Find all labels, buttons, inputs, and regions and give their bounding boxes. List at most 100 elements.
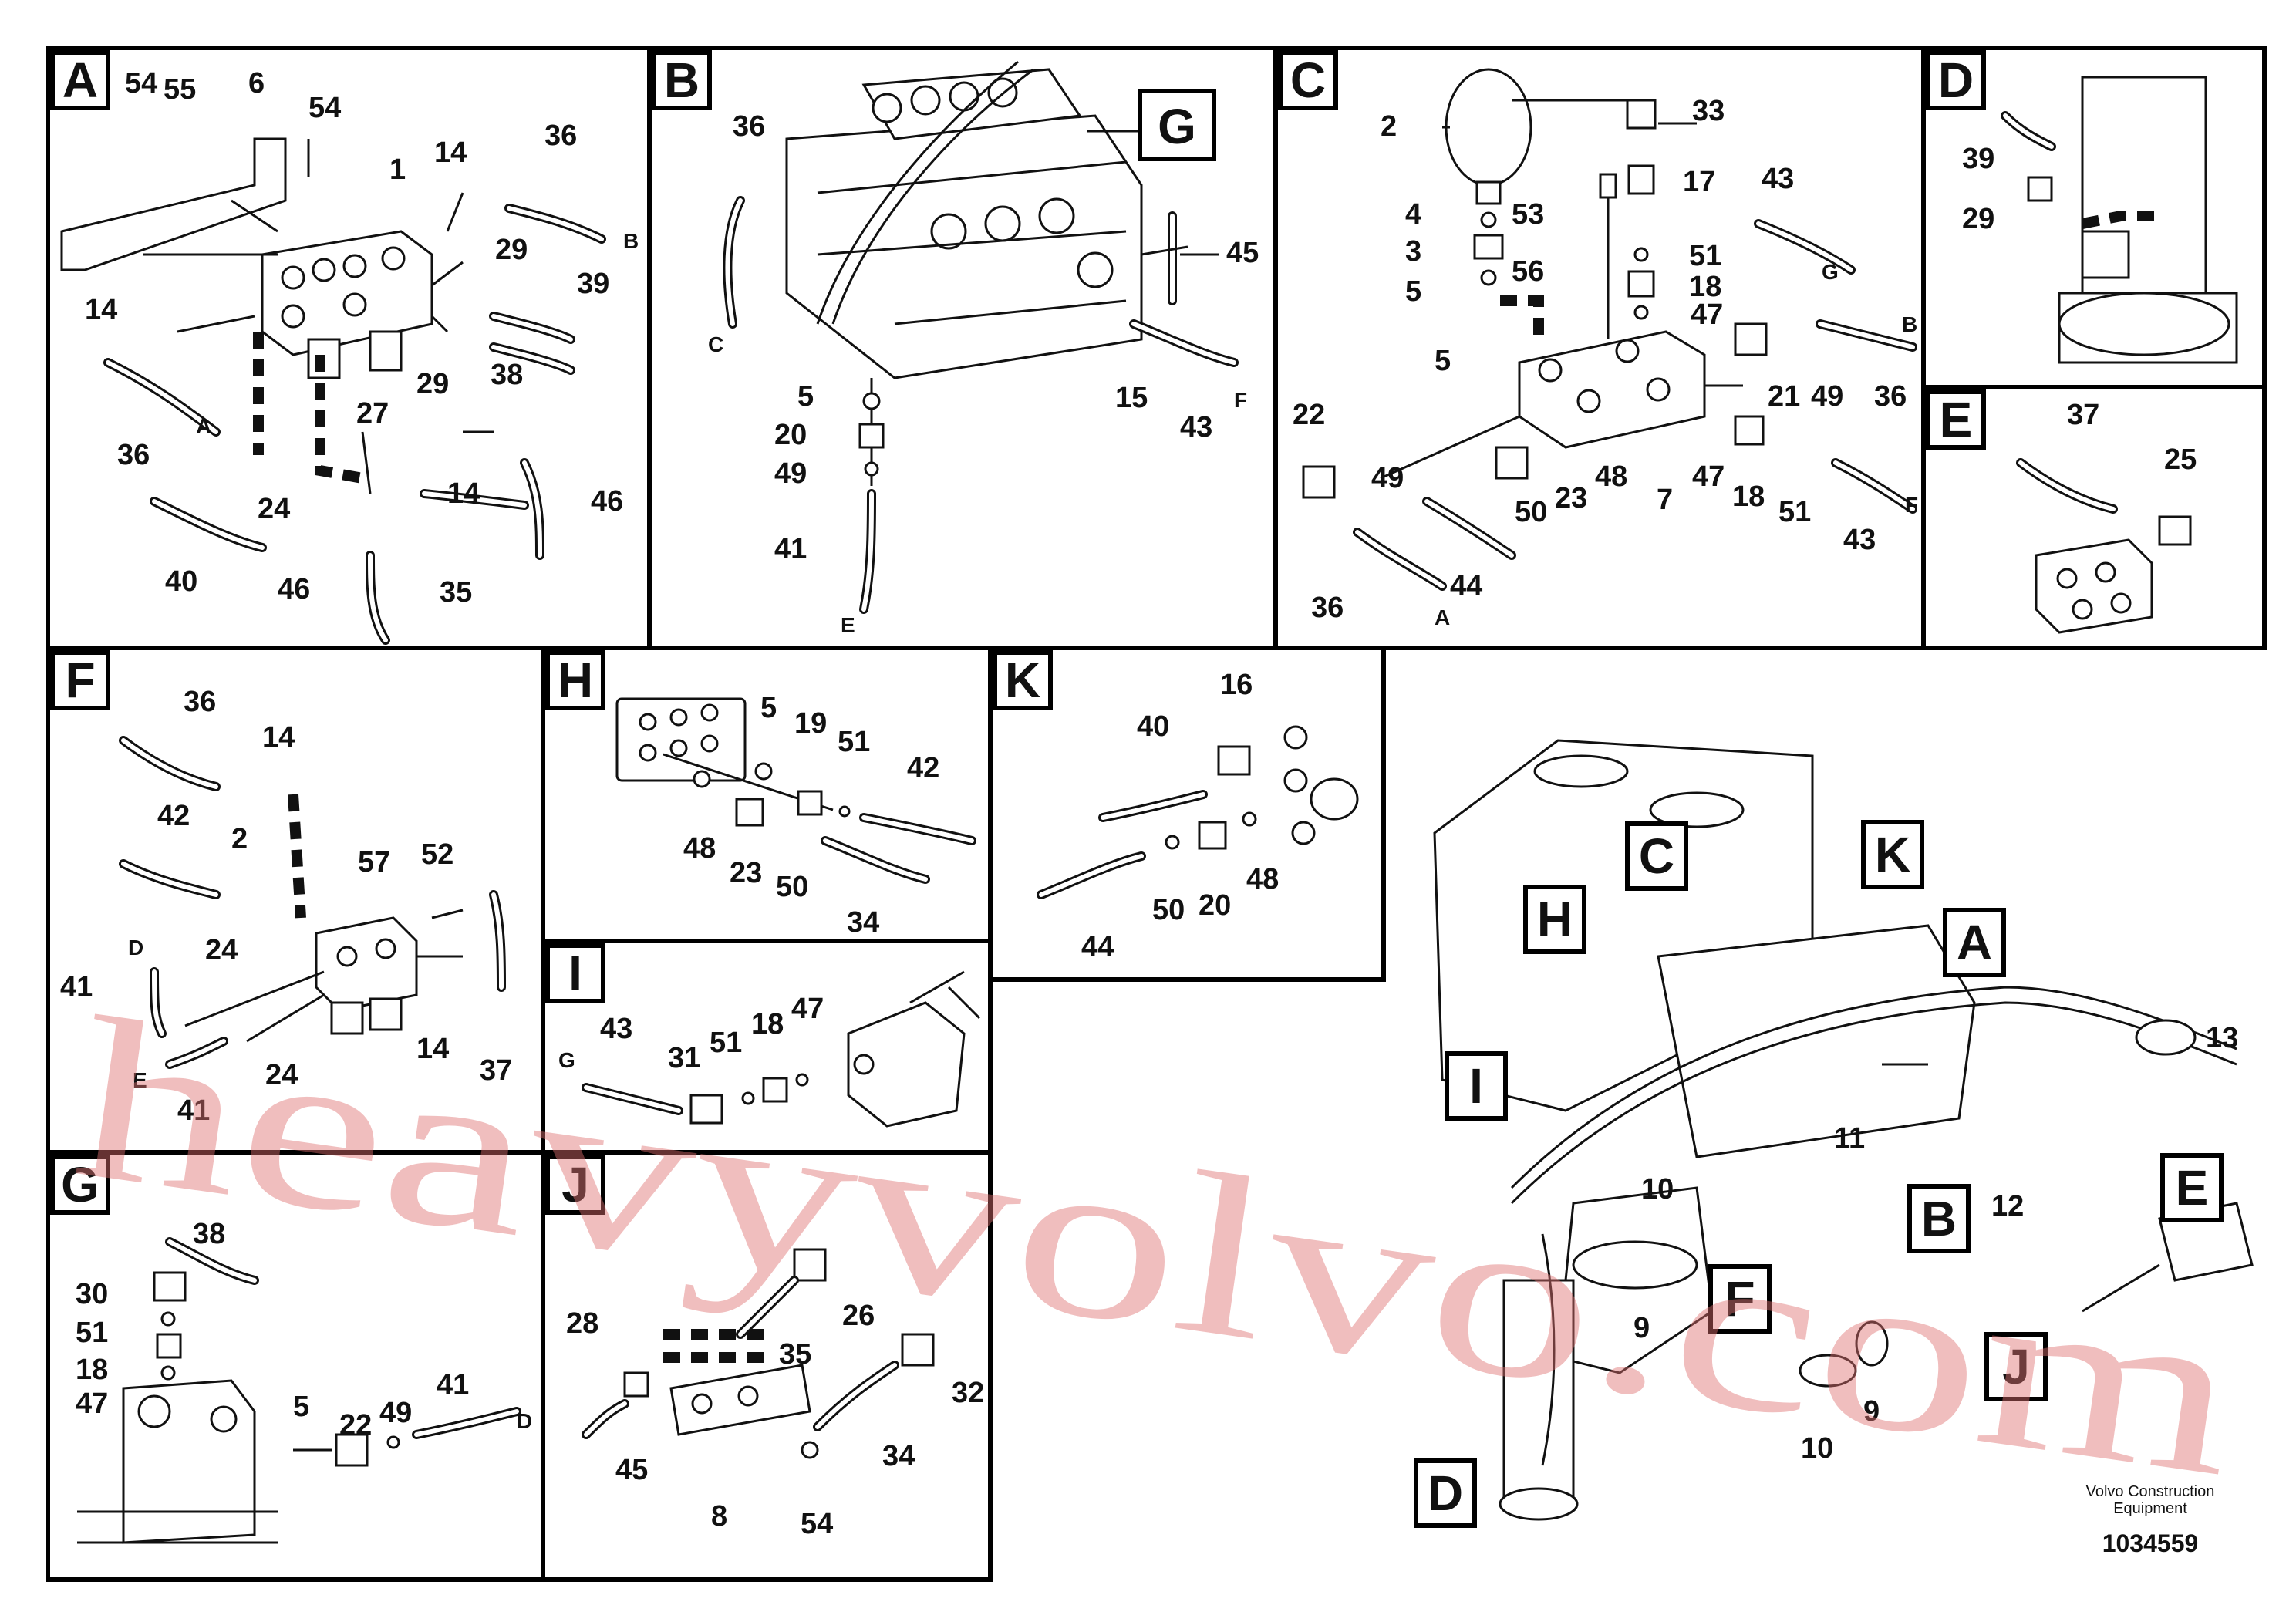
panel-badge-D: D xyxy=(1926,50,1986,110)
svg-text:32: 32 xyxy=(952,1377,984,1409)
svg-text:46: 46 xyxy=(278,573,310,605)
svg-text:42: 42 xyxy=(907,752,939,784)
overview-callouts: C K H A I F D J B E 11 13 10 9 12 10 9 xyxy=(1414,820,2238,1528)
panel-badge-J: J xyxy=(545,1155,605,1215)
panel-g-labels: 38 30 51 18 47 5 22 49 41 D xyxy=(76,1218,532,1442)
svg-text:41: 41 xyxy=(177,1094,210,1127)
panel-badge-K: K xyxy=(993,650,1053,710)
overview-ref-12: 12 xyxy=(1991,1190,2024,1222)
svg-text:6: 6 xyxy=(248,67,265,99)
svg-text:2: 2 xyxy=(231,823,248,855)
svg-text:18: 18 xyxy=(751,1008,784,1040)
svg-text:35: 35 xyxy=(779,1338,811,1371)
svg-text:27: 27 xyxy=(356,397,389,430)
svg-text:I: I xyxy=(1469,1058,1483,1114)
svg-text:17: 17 xyxy=(1683,166,1715,198)
svg-text:57: 57 xyxy=(358,846,390,878)
overview-callout-d: D xyxy=(1414,1458,1477,1528)
panel-badge-I: I xyxy=(545,943,605,1003)
svg-text:55: 55 xyxy=(164,73,196,106)
company-name-line1: Volvo Construction xyxy=(2086,1483,2215,1500)
svg-text:1: 1 xyxy=(389,153,406,186)
svg-text:19: 19 xyxy=(794,707,827,740)
svg-text:47: 47 xyxy=(76,1388,108,1420)
svg-text:14: 14 xyxy=(85,294,117,326)
svg-text:C: C xyxy=(708,332,723,356)
svg-text:43: 43 xyxy=(1180,411,1212,443)
svg-text:16: 16 xyxy=(1220,669,1253,701)
svg-text:23: 23 xyxy=(1555,482,1587,514)
panel-b-callout-g: G xyxy=(1138,89,1216,161)
svg-text:24: 24 xyxy=(265,1059,298,1091)
panel-b-labels: 36 45 C 5 20 49 41 E 15 43 F xyxy=(708,110,1259,637)
svg-text:50: 50 xyxy=(1152,894,1185,926)
svg-text:40: 40 xyxy=(1137,710,1169,743)
svg-text:8: 8 xyxy=(711,1500,727,1533)
svg-text:40: 40 xyxy=(165,565,197,598)
overview-ref-13: 13 xyxy=(2206,1022,2238,1054)
company-name-line2: Equipment xyxy=(2113,1500,2187,1517)
overview-callout-b: B xyxy=(1907,1184,1971,1253)
svg-text:51: 51 xyxy=(710,1027,742,1059)
panel-badge-B: B xyxy=(652,50,712,110)
overview-ref-10b: 10 xyxy=(1801,1432,1833,1465)
svg-text:36: 36 xyxy=(184,686,216,718)
svg-text:36: 36 xyxy=(117,439,150,471)
svg-text:54: 54 xyxy=(125,67,157,99)
panel-badge-E: E xyxy=(1926,389,1986,450)
panel-badge-A: A xyxy=(50,50,110,110)
svg-text:48: 48 xyxy=(1595,460,1627,493)
svg-text:22: 22 xyxy=(1293,399,1325,431)
svg-text:5: 5 xyxy=(1405,275,1421,308)
svg-text:20: 20 xyxy=(1199,889,1231,922)
svg-text:28: 28 xyxy=(566,1307,598,1340)
svg-text:39: 39 xyxy=(1962,143,1994,175)
svg-text:45: 45 xyxy=(615,1454,648,1486)
panel-frames xyxy=(46,46,2267,1582)
svg-text:F: F xyxy=(1725,1271,1755,1327)
svg-text:D: D xyxy=(517,1409,532,1433)
svg-text:24: 24 xyxy=(205,934,238,966)
overview-callout-k: K xyxy=(1861,820,1924,889)
panel-f-drawing xyxy=(119,736,506,1069)
svg-text:37: 37 xyxy=(480,1054,512,1087)
svg-text:24: 24 xyxy=(258,493,290,525)
panel-e-labels: 37 25 xyxy=(2067,399,2197,476)
panel-i-labels: 43 31 51 18 47 G xyxy=(558,993,824,1074)
svg-text:47: 47 xyxy=(1692,460,1725,493)
svg-text:41: 41 xyxy=(774,533,807,565)
svg-text:51: 51 xyxy=(838,726,870,758)
svg-text:5: 5 xyxy=(293,1391,309,1423)
svg-text:51: 51 xyxy=(1778,496,1811,528)
svg-text:G: G xyxy=(1158,99,1196,154)
svg-text:C: C xyxy=(1639,828,1674,884)
svg-text:I: I xyxy=(568,946,582,1001)
svg-text:52: 52 xyxy=(421,838,453,871)
svg-text:18: 18 xyxy=(76,1354,108,1386)
svg-text:48: 48 xyxy=(683,832,716,865)
svg-text:15: 15 xyxy=(1115,382,1148,414)
svg-text:5: 5 xyxy=(760,692,777,724)
overview-callout-i: I xyxy=(1445,1051,1508,1121)
svg-text:34: 34 xyxy=(847,906,879,939)
overview-callout-f: F xyxy=(1708,1264,1772,1334)
svg-text:K: K xyxy=(1005,653,1040,708)
svg-text:14: 14 xyxy=(447,477,480,510)
svg-text:48: 48 xyxy=(1246,863,1279,895)
overview-callout-h: H xyxy=(1523,885,1586,954)
svg-text:54: 54 xyxy=(308,92,341,124)
svg-text:G: G xyxy=(61,1157,99,1212)
svg-text:56: 56 xyxy=(1512,255,1544,288)
svg-text:47: 47 xyxy=(1691,298,1723,331)
panel-h-drawing xyxy=(615,697,976,884)
svg-text:D: D xyxy=(1428,1465,1463,1521)
panel-d-drawing xyxy=(2001,76,2238,364)
svg-text:20: 20 xyxy=(774,419,807,451)
panel-c-drawing xyxy=(1302,68,1917,591)
svg-text:29: 29 xyxy=(416,368,449,400)
svg-text:37: 37 xyxy=(2067,399,2099,431)
svg-text:29: 29 xyxy=(1962,203,1994,235)
svg-text:4: 4 xyxy=(1405,198,1421,231)
svg-text:F: F xyxy=(65,653,95,708)
svg-text:18: 18 xyxy=(1689,271,1721,303)
